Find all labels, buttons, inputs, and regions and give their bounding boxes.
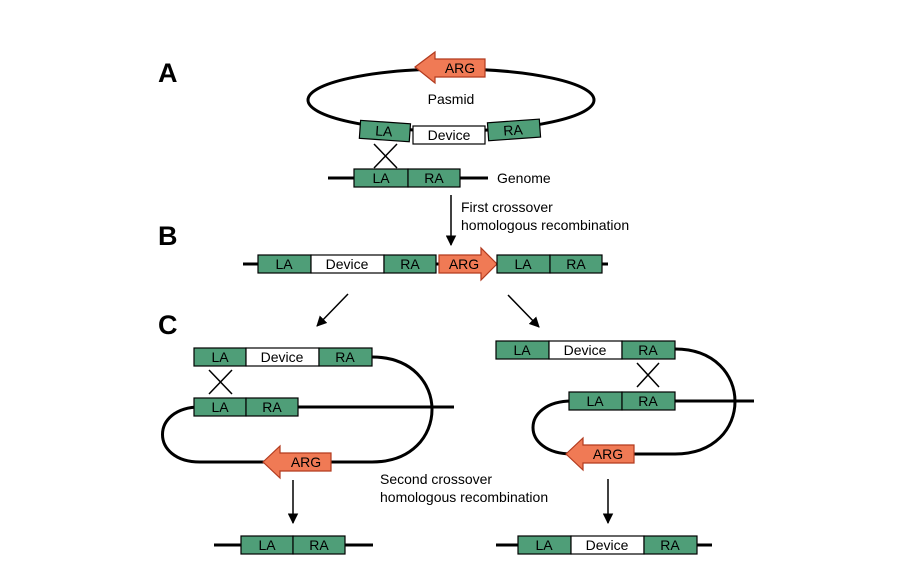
plasmid-device-block: Device bbox=[412, 125, 486, 145]
left-top-ra-block: RA bbox=[318, 347, 373, 367]
plasmid-device-label: Device bbox=[428, 127, 471, 143]
arrow-b-to-c-left bbox=[316, 293, 349, 327]
panel-label-c: C bbox=[158, 310, 178, 340]
left-top-device-label: Device bbox=[261, 349, 304, 365]
right-mid-la-label: LA bbox=[586, 393, 604, 409]
second-crossover-text-1: Second crossover bbox=[380, 471, 492, 487]
b-la-label-2: LA bbox=[514, 256, 532, 272]
right-top-ra-label: RA bbox=[638, 342, 658, 358]
left-top-la-label: LA bbox=[211, 349, 229, 365]
right-result-device-label: Device bbox=[586, 537, 629, 553]
left-top-ra-label: RA bbox=[335, 349, 355, 365]
panel-label-a: A bbox=[158, 58, 178, 88]
plasmid-arg-arrow: ARG bbox=[414, 50, 486, 85]
b-ra-block-2: RA bbox=[549, 254, 603, 274]
second-crossover-mark-right bbox=[636, 362, 660, 388]
b-la-block-1: LA bbox=[257, 254, 312, 274]
right-result-la-label: LA bbox=[535, 537, 553, 553]
left-mid-la-label: LA bbox=[211, 399, 229, 415]
right-arg-label: ARG bbox=[593, 446, 623, 462]
right-mid-la-block: LA bbox=[568, 391, 623, 411]
genome-ra-block: RA bbox=[407, 168, 461, 188]
b-la-block-2: LA bbox=[496, 254, 551, 274]
genome-ra-label: RA bbox=[424, 170, 444, 186]
right-result-device-block: Device bbox=[570, 535, 645, 555]
left-mid-ra-block: RA bbox=[245, 397, 299, 417]
right-top-device-label: Device bbox=[564, 342, 607, 358]
b-arg-arrow: ARG bbox=[438, 246, 498, 282]
b-ra-label-2: RA bbox=[566, 256, 586, 272]
genome-la-block: LA bbox=[353, 168, 409, 188]
b-device-block: Device bbox=[310, 254, 385, 274]
right-loop-path bbox=[496, 347, 754, 456]
left-top-device-block: Device bbox=[245, 347, 320, 367]
right-mid-ra-block: RA bbox=[621, 391, 676, 411]
right-result-la-block: LA bbox=[517, 535, 572, 555]
right-mid-ra-label: RA bbox=[638, 393, 658, 409]
left-arg-label: ARG bbox=[291, 454, 321, 470]
b-arg-label: ARG bbox=[449, 256, 479, 272]
left-loop-path bbox=[161, 355, 454, 464]
right-top-ra-block: RA bbox=[621, 340, 676, 360]
left-result-ra-label: RA bbox=[309, 537, 329, 553]
right-arg-arrow: ARG bbox=[565, 436, 635, 472]
left-arg-arrow: ARG bbox=[262, 444, 332, 480]
plasmid-la-label: LA bbox=[375, 122, 394, 139]
second-crossover-text-2: homologous recombination bbox=[380, 489, 548, 505]
plasmid-arg-label: ARG bbox=[445, 60, 475, 76]
b-ra-block-1: RA bbox=[383, 254, 437, 274]
left-result-la-block: LA bbox=[240, 535, 294, 555]
left-top-la-block: LA bbox=[193, 347, 247, 367]
plasmid-ra-block: RA bbox=[486, 118, 542, 142]
arrow-b-to-c-right bbox=[507, 294, 540, 328]
right-top-la-label: LA bbox=[513, 342, 531, 358]
right-top-la-block: LA bbox=[495, 340, 550, 360]
left-result-ra-block: RA bbox=[292, 535, 346, 555]
genome-label: Genome bbox=[497, 170, 551, 186]
b-la-label-1: LA bbox=[275, 256, 293, 272]
plasmid-la-block: LA bbox=[358, 119, 412, 143]
plasmid-label: Pasmid bbox=[428, 91, 475, 107]
right-result-ra-label: RA bbox=[660, 537, 680, 553]
first-crossover-text-2: homologous recombination bbox=[461, 217, 629, 233]
left-mid-ra-label: RA bbox=[262, 399, 282, 415]
panel-label-b: B bbox=[158, 221, 178, 251]
first-crossover-mark bbox=[373, 143, 398, 169]
plasmid-ra-label: RA bbox=[503, 121, 524, 138]
left-mid-la-block: LA bbox=[193, 397, 247, 417]
right-result-ra-block: RA bbox=[643, 535, 698, 555]
second-crossover-mark-left bbox=[208, 369, 233, 395]
genome-la-label: LA bbox=[372, 170, 390, 186]
b-device-label: Device bbox=[326, 256, 369, 272]
right-top-device-block: Device bbox=[548, 340, 623, 360]
b-ra-label-1: RA bbox=[400, 256, 420, 272]
left-result-la-label: LA bbox=[258, 537, 276, 553]
first-crossover-text-1: First crossover bbox=[461, 199, 553, 215]
